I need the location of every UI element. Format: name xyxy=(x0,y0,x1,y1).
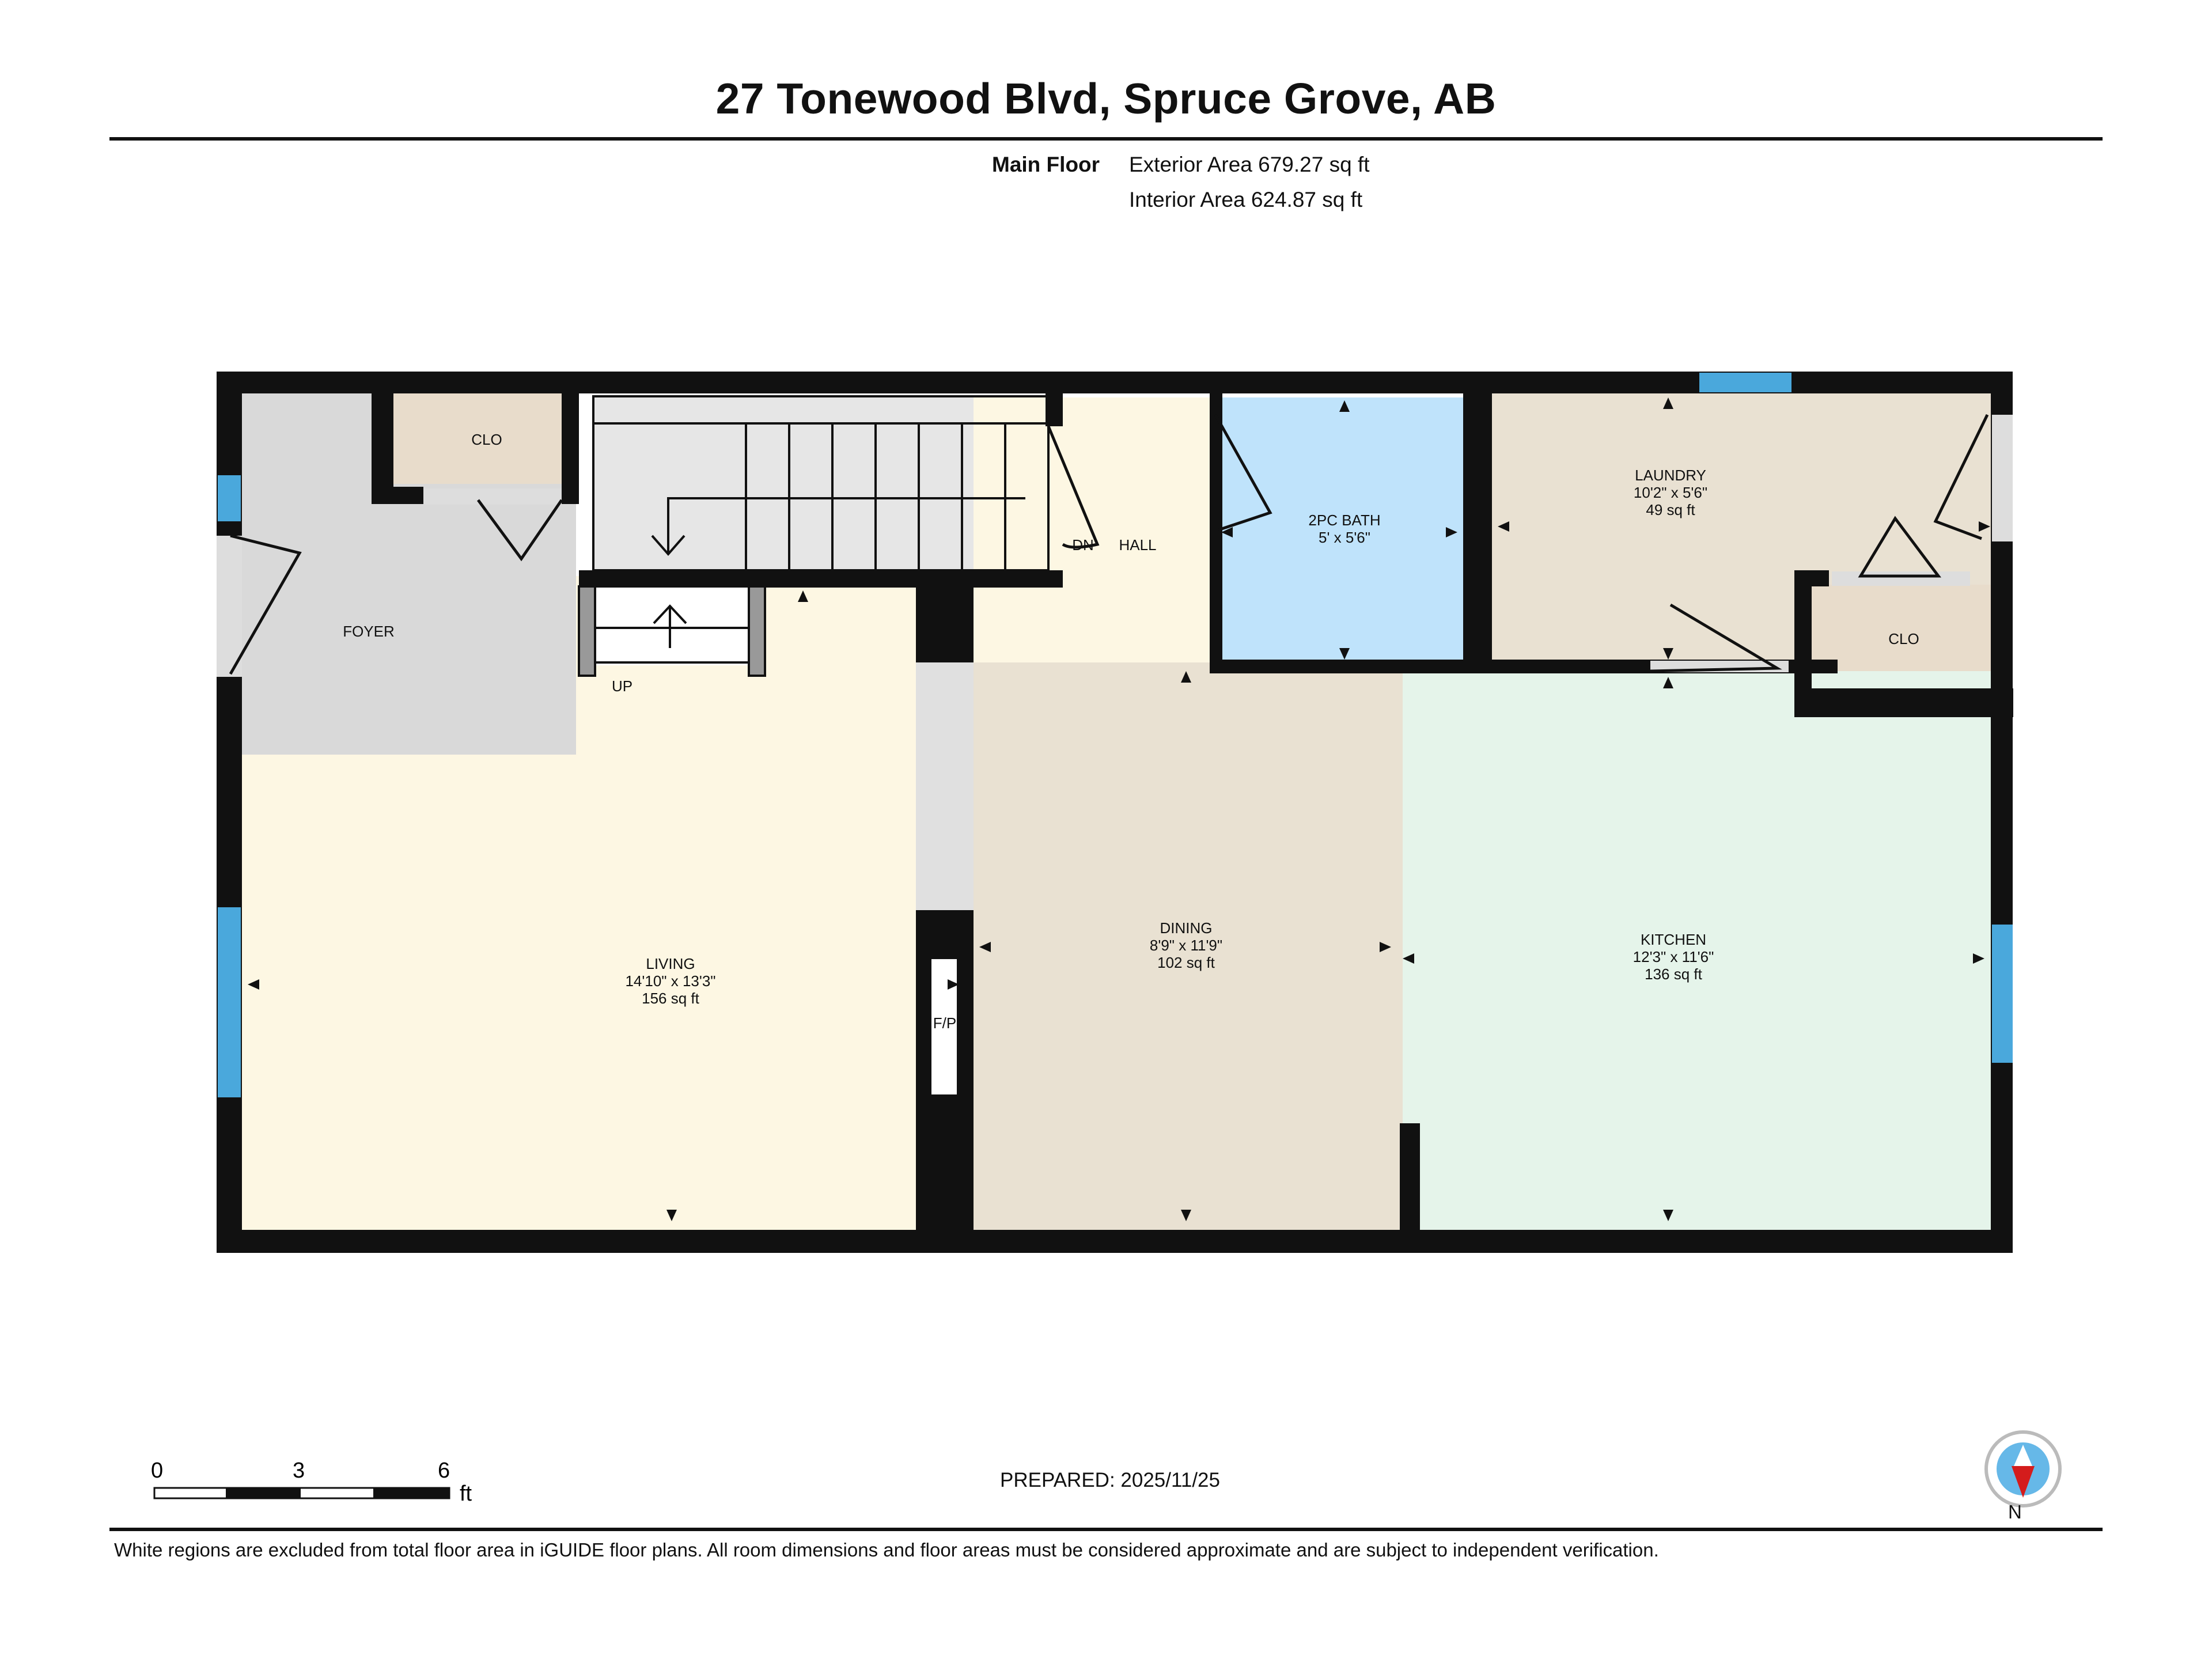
kitchen-fill xyxy=(1403,671,1996,1230)
window-laundry xyxy=(1699,373,1791,392)
laundry-dims: 10'2" x 5'6" xyxy=(1634,484,1707,501)
laundry-side-gap xyxy=(1992,415,2013,541)
kitchen-area: 136 sq ft xyxy=(1645,965,1703,983)
scale-six: 6 xyxy=(438,1459,450,1483)
footer-divider xyxy=(109,1528,2103,1531)
bath-name: 2PC BATH xyxy=(1308,512,1380,529)
measurement-arrows xyxy=(248,397,1990,1221)
wall-closet-foyer-bottom xyxy=(372,487,423,504)
foyer-label: FOYER xyxy=(343,623,395,640)
wall-bath-left xyxy=(1210,392,1222,665)
header-divider xyxy=(109,137,2103,141)
wall-closet-laundry-top xyxy=(1794,570,1829,586)
dining-area: 102 sq ft xyxy=(1157,954,1215,971)
door-swings xyxy=(229,414,1989,675)
white-corridor xyxy=(916,662,974,910)
living-name: LIVING xyxy=(646,955,695,972)
exterior-area: Exterior Area 679.27 sq ft xyxy=(1129,153,1370,176)
scale-unit: ft xyxy=(460,1482,472,1506)
living-area: 156 sq ft xyxy=(642,990,700,1007)
scale-three: 3 xyxy=(293,1459,305,1483)
interior-area: Interior Area 624.87 sq ft xyxy=(1129,188,1363,211)
floor-name: Main Floor xyxy=(992,153,1100,176)
kitchen-name: KITCHEN xyxy=(1641,931,1706,948)
bath-dims: 5' x 5'6" xyxy=(1319,529,1370,546)
entry-door-gap xyxy=(217,536,242,677)
laundry-name: LAUNDRY xyxy=(1635,467,1706,484)
window-foyer xyxy=(218,475,241,521)
north-label: N xyxy=(2008,1501,2022,1522)
page-title: 27 Tonewood Blvd, Spruce Grove, AB xyxy=(715,74,1497,123)
stairs-lower-fill xyxy=(593,585,766,665)
closet-foyer-door-gap xyxy=(423,488,562,505)
hall-fill xyxy=(974,397,1215,662)
stairs-down-label: DN xyxy=(1072,536,1094,554)
fireplace-label: F/P xyxy=(933,1014,956,1032)
stairs-lower xyxy=(578,585,766,677)
closet-laundry-door-gap xyxy=(1832,571,1970,586)
hall-label: HALL xyxy=(1119,536,1156,554)
scale-zero: 0 xyxy=(151,1459,163,1483)
kitchen-dims: 12'3" x 11'6" xyxy=(1633,948,1714,965)
wall-stairs-bottom xyxy=(579,570,1063,588)
closet-foyer-fill xyxy=(392,392,576,484)
wall-closet-laundry-bottom xyxy=(1794,688,2013,717)
scale-bar: 0 3 6 ft xyxy=(151,1459,472,1506)
bath-fill xyxy=(1221,397,1463,662)
stairs-upper xyxy=(592,395,1050,571)
wall-kitchen-stub xyxy=(1400,1123,1420,1230)
closet-foyer-label: CLO xyxy=(471,431,502,448)
stairs-up-label: UP xyxy=(612,677,632,695)
disclaimer: White regions are excluded from total fl… xyxy=(114,1539,1659,1560)
closet-laundry-label: CLO xyxy=(1888,630,1919,647)
wall-bottom xyxy=(217,1230,2013,1253)
window-kitchen xyxy=(1992,925,2013,1063)
living-dims: 14'10" x 13'3" xyxy=(625,972,715,990)
window-living xyxy=(218,907,241,1097)
north-compass-icon xyxy=(1984,1430,2062,1508)
wall-fireplace-top xyxy=(916,585,974,662)
dining-fill xyxy=(974,662,1403,1230)
wall-closet-foyer-right xyxy=(562,392,579,504)
laundry-area: 49 sq ft xyxy=(1646,501,1695,518)
dining-dims: 8'9" x 11'9" xyxy=(1150,937,1222,954)
dining-name: DINING xyxy=(1160,919,1213,937)
wall-closet-foyer-left xyxy=(372,392,393,504)
prepared-date: PREPARED: 2025/11/25 xyxy=(1000,1469,1220,1491)
wall-bath-right xyxy=(1463,392,1492,662)
